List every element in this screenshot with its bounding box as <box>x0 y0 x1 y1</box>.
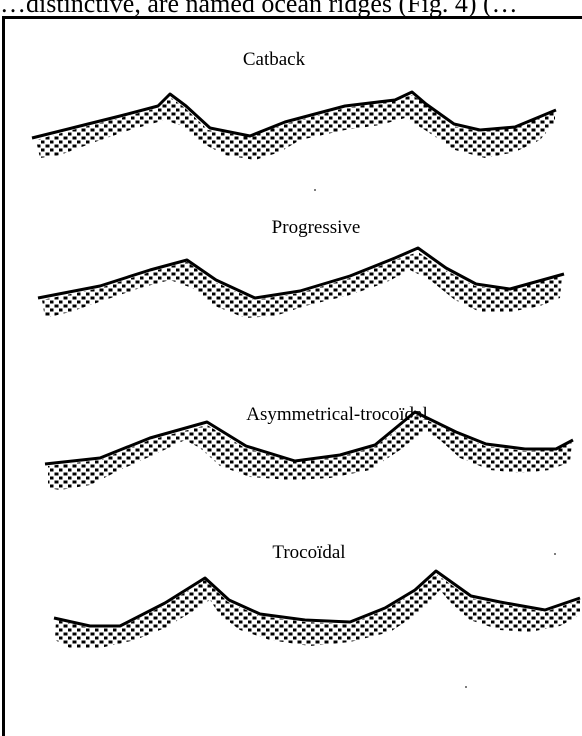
speck-3 <box>465 686 467 688</box>
ridge-profiles-figure: Catback Progressive Asymmetrical-trocoïd… <box>0 0 582 708</box>
profile-catback: Catback <box>32 49 556 160</box>
sediment-band-trocoidal <box>55 574 580 648</box>
speck-1 <box>314 189 316 191</box>
profile-title-catback: Catback <box>243 49 306 70</box>
sediment-band-asymmetrical-trocoidal <box>48 415 572 490</box>
profile-title-asymmetrical-trocoidal: Asymmetrical-trocoïdal <box>246 404 428 425</box>
profile-title-trocoidal: Trocoïdal <box>272 542 345 563</box>
profile-trocoidal: Trocoïdal <box>54 542 580 648</box>
profile-title-progressive: Progressive <box>272 217 361 238</box>
sediment-band-catback <box>36 95 555 160</box>
profile-asymmetrical-trocoidal: Asymmetrical-trocoïdal <box>45 404 573 490</box>
speck-2 <box>554 553 556 555</box>
profile-progressive: Progressive <box>38 217 564 318</box>
